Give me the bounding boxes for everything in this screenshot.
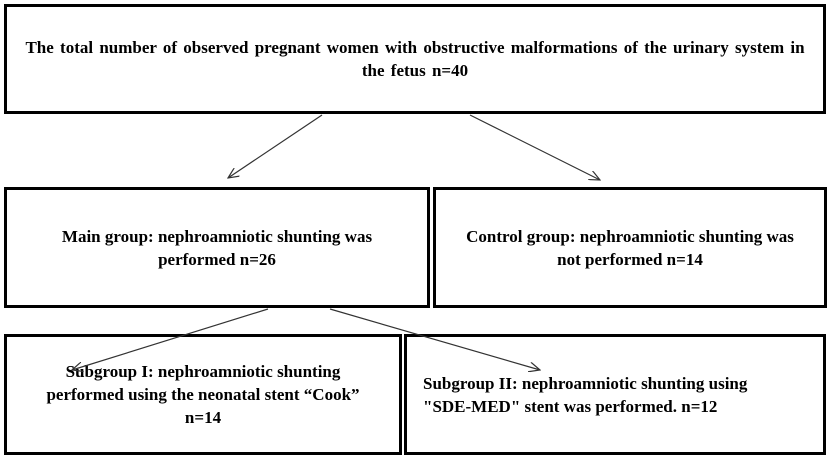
- control-group-node: Control group: nephroamniotic shunting w…: [433, 187, 827, 308]
- subgroup-1-node: Subgroup I: nephroamniotic shunting perf…: [4, 334, 402, 455]
- subgroup-2-text: Subgroup II: nephroamniotic shunting usi…: [423, 373, 748, 416]
- total-node-text: The total number of observed pregnant wo…: [25, 38, 805, 80]
- main-group-text: Main group: nephroamniotic shunting was …: [61, 226, 373, 269]
- arrow-total-to-control: [469, 114, 600, 180]
- arrow-total-to-main: [228, 114, 323, 178]
- control-group-text: Control group: nephroamniotic shunting w…: [466, 226, 794, 269]
- subgroup-1-text: Subgroup I: nephroamniotic shunting perf…: [46, 362, 360, 427]
- main-group-node: Main group: nephroamniotic shunting was …: [4, 187, 430, 308]
- total-node: The total number of observed pregnant wo…: [4, 4, 826, 114]
- subgroup-2-node: Subgroup II: nephroamniotic shunting usi…: [404, 334, 826, 455]
